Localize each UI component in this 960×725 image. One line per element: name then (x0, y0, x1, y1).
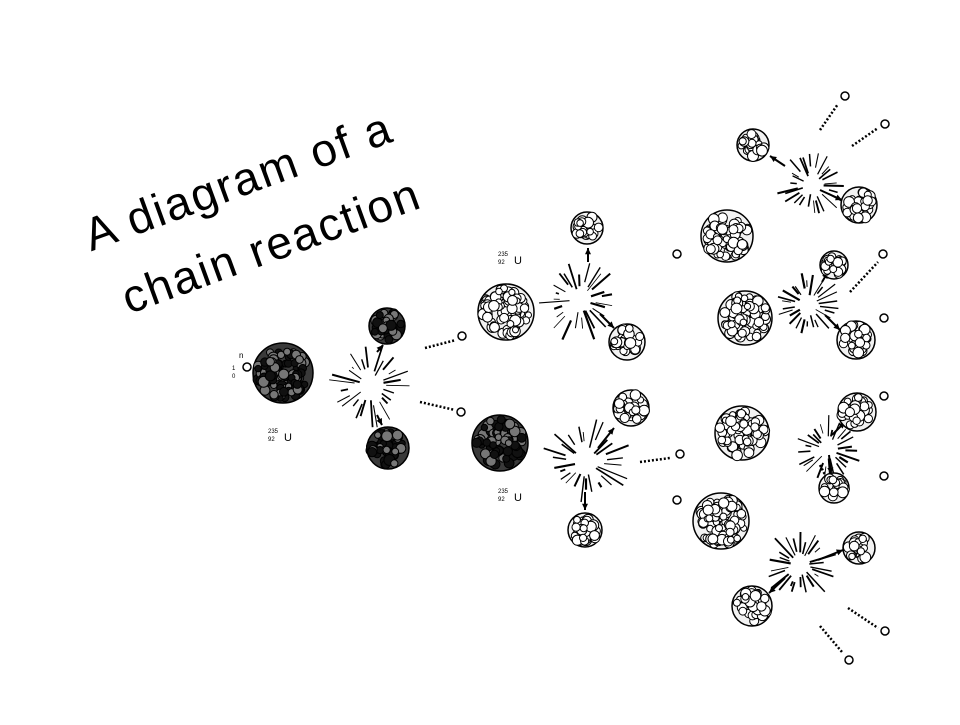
fission-fragment (369, 308, 405, 344)
uranium-235-nucleus (701, 210, 753, 262)
neutron-particle (881, 120, 889, 128)
fission-fragment (366, 427, 409, 469)
neutron-trail (820, 104, 838, 130)
fission-fragment (737, 129, 769, 162)
uranium-atomic-number: 92 (498, 260, 505, 266)
neutron-charge-number: 0 (232, 374, 236, 380)
fission-burst (544, 420, 629, 502)
neutron-particle (845, 656, 853, 664)
neutron-particle (880, 392, 888, 400)
uranium-label-first: 235 92 U (268, 429, 292, 444)
trajectory-arrow (585, 248, 591, 262)
uranium-235-nucleus (718, 291, 772, 345)
uranium-mass-number: 235 (498, 252, 509, 258)
uranium-mass-number: 235 (498, 489, 509, 495)
neutron-particle (880, 314, 888, 322)
fission-fragment (819, 473, 849, 503)
fission-fragment (568, 513, 602, 547)
neutron-particle (673, 496, 681, 504)
fission-fragment (613, 390, 649, 426)
neutron-mass-number: 1 (232, 366, 236, 372)
trajectory-arrow (600, 314, 614, 328)
neutron-trail (848, 608, 878, 628)
uranium-235-nucleus (715, 406, 770, 461)
neutron-particle (879, 250, 887, 258)
uranium-235-nucleus (478, 284, 534, 340)
trajectory-arrow (825, 315, 840, 330)
fission-fragment (843, 532, 875, 564)
fission-burst (778, 273, 838, 333)
neutron-particle (458, 332, 466, 340)
neutron-trail (425, 340, 456, 348)
neutron-particle (457, 408, 465, 416)
neutron-trail (852, 128, 878, 146)
trajectory-arrow (818, 550, 843, 561)
neutron-particle (881, 627, 889, 635)
trajectory-arrow (598, 428, 614, 448)
uranium-symbol: U (514, 255, 522, 267)
neutron-trail (640, 458, 670, 462)
uranium-235-nucleus (253, 343, 313, 403)
fission-fragment (609, 324, 645, 360)
fission-burst (539, 263, 612, 339)
uranium-mass-number: 235 (268, 429, 279, 435)
uranium-atomic-number: 92 (498, 497, 505, 503)
uranium-235-nucleus (472, 415, 528, 471)
uranium-label-upper: 235 92 U (498, 252, 522, 267)
neutron-particle (676, 450, 684, 458)
trajectory-arrow (377, 415, 383, 425)
neutron-trail (420, 402, 455, 410)
fission-fragment (571, 212, 603, 244)
neutron-particle (673, 250, 681, 258)
uranium-atomic-number: 92 (268, 437, 275, 443)
incoming-neutron (243, 363, 251, 371)
trajectory-arrow (377, 345, 383, 352)
fission-fragment (837, 393, 876, 431)
fission-fragment (841, 187, 877, 223)
fission-fragment (837, 321, 875, 359)
uranium-235-nucleus (693, 493, 749, 549)
uranium-symbol: U (284, 432, 292, 444)
fission-fragment (820, 251, 848, 279)
neutron-particle (841, 92, 849, 100)
uranium-label-lower: 235 92 U (498, 489, 522, 504)
incoming-neutron-label: n 1 0 (232, 351, 243, 380)
trajectory-arrow (770, 156, 785, 166)
neutron-trail (850, 262, 878, 292)
fission-burst (777, 153, 843, 213)
trajectory-arrow (582, 492, 588, 510)
neutron-particle (880, 472, 888, 480)
neutron-trail (820, 626, 842, 652)
uranium-symbol: U (514, 492, 522, 504)
fission-burst (329, 345, 409, 427)
fission-fragment (732, 586, 772, 626)
